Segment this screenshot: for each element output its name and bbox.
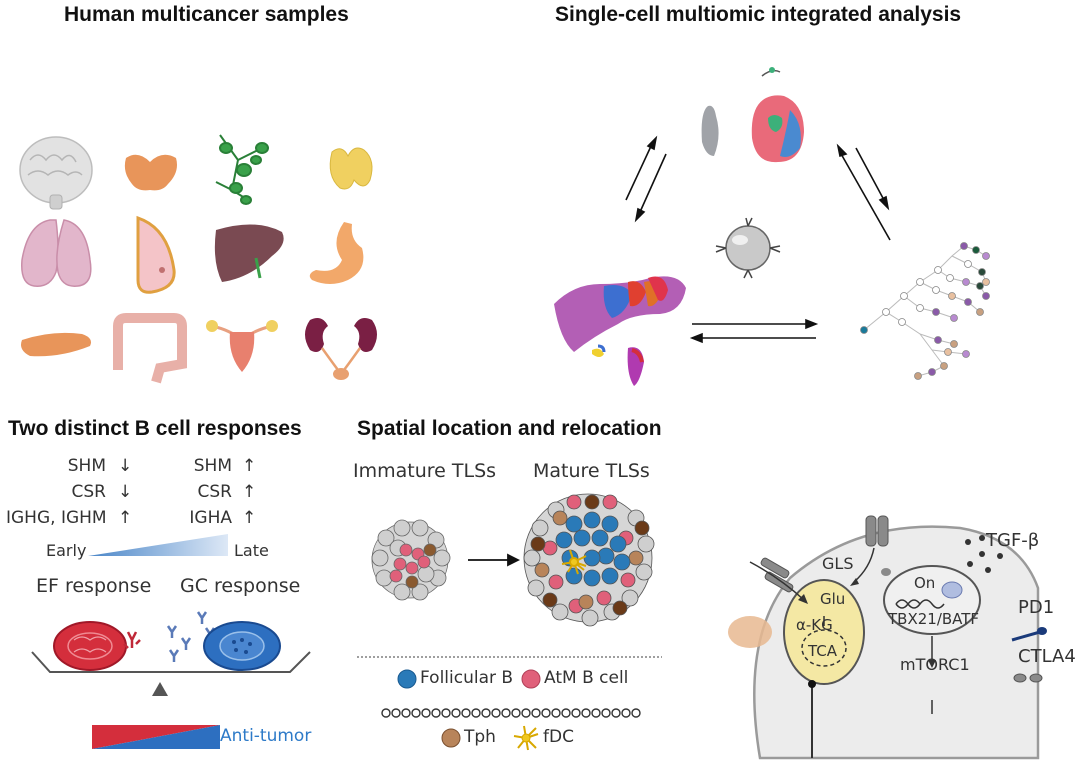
central-cell-icon <box>715 217 781 279</box>
pd1-receptor-icon <box>1011 627 1047 642</box>
gls-transporter-icon <box>865 515 889 547</box>
vesicle <box>728 616 772 648</box>
left-row-3-label: IGHG, IGHM <box>6 508 107 528</box>
tgfb-dots <box>965 535 1003 573</box>
immature-tls-label: Immature TLSs <box>353 460 497 482</box>
early-label: Early <box>46 541 87 560</box>
balance-scale <box>31 611 311 696</box>
polymerase-icon <box>941 581 963 599</box>
samples-title: Human multicancer samples <box>64 3 349 26</box>
adrenal-icon <box>329 147 373 190</box>
thyroid-icon <box>124 154 177 191</box>
ef-cell-icon <box>53 621 127 671</box>
time-gradient-wedge <box>88 534 228 556</box>
left-row-1-arrow: ↓ <box>118 456 133 476</box>
left-transporter-icon <box>760 557 794 593</box>
on-label: On <box>914 574 936 592</box>
breast-icon <box>136 215 176 294</box>
dna-icon <box>895 599 945 609</box>
atm-b-swatch <box>521 669 541 689</box>
tree-nodes <box>860 242 990 380</box>
tca-cycle <box>801 629 847 667</box>
tgfb-label: TGF-β <box>986 530 1040 551</box>
tcell-diagram <box>728 515 1047 760</box>
mitochondrion <box>783 579 865 685</box>
liver-icon <box>214 224 284 282</box>
right-row-2-label: CSR <box>197 482 232 502</box>
tls-diagram <box>371 493 655 627</box>
arrows-horizontal <box>689 318 819 344</box>
right-row-1-label: SHM <box>193 456 232 476</box>
right-row-3-arrow: ↑ <box>242 508 257 528</box>
right-row-3-label: IGHA <box>189 508 232 528</box>
tbx-label: TBX21/BATF <box>888 610 980 628</box>
gc-cell-icon <box>203 621 281 671</box>
brain-icon <box>19 136 93 210</box>
umap-bottom-left <box>554 276 686 386</box>
ctla4-receptor-icon <box>1013 673 1043 683</box>
tph-swatch <box>441 728 461 748</box>
right-row-2-arrow: ↑ <box>242 482 257 502</box>
kidneys-icon <box>305 318 377 380</box>
ef-response-label: EF response <box>36 575 152 597</box>
right-row-1-arrow: ↑ <box>242 456 257 476</box>
lymph-nodes-icon <box>215 134 269 205</box>
umap-top <box>701 67 804 163</box>
tls-arrow <box>468 553 521 567</box>
organ-grid <box>19 134 377 384</box>
pd1-label: PD1 <box>1018 597 1055 618</box>
glu-label: Glu <box>820 590 846 608</box>
anti-tumor-bar <box>92 725 220 749</box>
left-row-3: IGHG, IGHM <box>6 508 107 528</box>
multiomic-title: Single-cell multiomic integrated analysi… <box>555 3 962 26</box>
tph-label: Tph <box>464 727 496 747</box>
stomach-icon <box>309 222 364 284</box>
fdc-cell-icon <box>561 549 587 575</box>
legend-chain <box>381 708 641 718</box>
left-row-2-label: CSR <box>71 482 106 502</box>
colon-icon <box>113 313 187 384</box>
left-row-2-arrow: ↓ <box>118 482 133 502</box>
spatial-title: Spatial location and relocation <box>357 417 662 440</box>
left-row-3-arrow: ↑ <box>118 508 133 528</box>
arrows-right <box>836 143 891 241</box>
bcell-title: Two distinct B cell responses <box>8 417 302 440</box>
immature-tls <box>371 519 451 601</box>
scale-fulcrum <box>152 682 168 696</box>
anti-tumor-label: Anti-tumor <box>220 726 312 746</box>
akg-label: α-KG <box>796 616 833 634</box>
arrows-left <box>625 135 667 223</box>
late-label: Late <box>234 541 269 560</box>
ctla4-label: CTLA4 <box>1018 646 1076 667</box>
atm-b-label: AtM B cell <box>544 668 629 688</box>
left-row-2: CSR <box>20 482 106 502</box>
multiomic-diagram <box>554 67 990 386</box>
mtorc1-label: mTORC1 <box>900 655 970 674</box>
membrane-receptor-icon <box>881 568 891 576</box>
gc-response-label: GC response <box>180 575 301 597</box>
scale-beam <box>31 651 311 673</box>
follicular-b-swatch <box>397 669 417 689</box>
mature-tls-label: Mature TLSs <box>533 460 650 482</box>
mature-tls <box>523 493 655 627</box>
fdc-swatch-icon <box>513 725 539 751</box>
tca-label: TCA <box>808 642 838 660</box>
left-row-1: SHM <box>20 456 106 476</box>
pancreas-icon <box>21 332 91 357</box>
left-row-1-label: SHM <box>67 456 106 476</box>
follicular-b-label: Follicular B <box>420 668 514 688</box>
gls-label: GLS <box>822 554 854 573</box>
fdc-label: fDC <box>543 727 574 747</box>
uterus-icon <box>206 320 278 372</box>
ef-antibody-icon <box>123 631 141 649</box>
legend-divider <box>357 656 662 658</box>
lungs-icon <box>21 219 92 287</box>
